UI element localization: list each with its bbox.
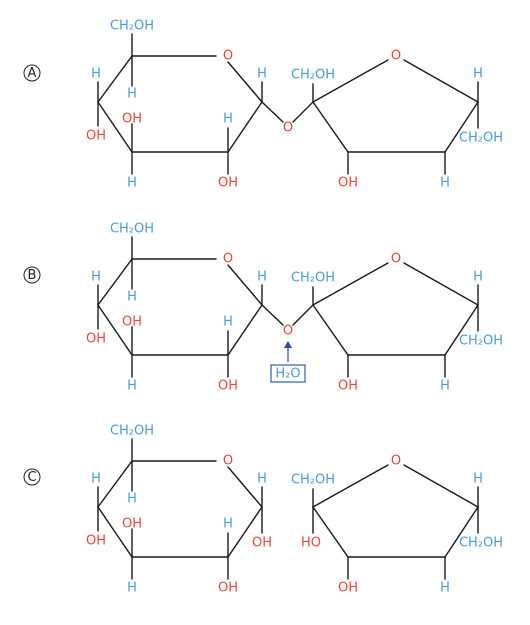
h-label: H bbox=[127, 290, 137, 305]
ch2oh-label: CH₂OH bbox=[459, 334, 503, 349]
panel-c-glucose-fructose: C O CH₂OH H H OH OH H H OH H OH O CH₂OH HO OH H H CH₂OH bbox=[23, 424, 503, 596]
ch2oh-label: CH₂OH bbox=[459, 536, 503, 551]
h-label: H bbox=[223, 112, 233, 127]
glycosidic-bond bbox=[292, 304, 314, 326]
h-label: H bbox=[127, 379, 137, 394]
h-label: H bbox=[473, 270, 483, 285]
ch2oh-label: CH₂OH bbox=[291, 68, 335, 83]
water-molecule: H₂O bbox=[270, 341, 306, 383]
glucose-ring-o-bond bbox=[227, 61, 263, 103]
h-label: H bbox=[440, 176, 450, 191]
water-box bbox=[270, 364, 306, 383]
oh-label: OH bbox=[86, 129, 106, 144]
glucose-ring-o-bond bbox=[227, 264, 263, 306]
glycosidic-oxygen-label: O bbox=[283, 324, 293, 339]
h-label: H bbox=[440, 581, 450, 596]
step-circle bbox=[23, 64, 41, 82]
oh-label: OH bbox=[218, 581, 238, 596]
h-label: H bbox=[257, 270, 267, 285]
step-circle bbox=[23, 468, 41, 486]
oh-label: OH bbox=[218, 379, 238, 394]
panel-b-water-addition: B O CH₂OH H H OH OH H H OH H O CH₂OH OH H H CH₂OH O H₂O bbox=[23, 222, 503, 394]
glucose-ring-o-bond bbox=[227, 466, 263, 508]
glucose-ring bbox=[97, 258, 263, 356]
h-label: H bbox=[127, 87, 137, 102]
glycosidic-oxygen-label: O bbox=[283, 121, 293, 136]
ring-oxygen-label: O bbox=[391, 49, 401, 64]
ring-oxygen-label: O bbox=[223, 49, 233, 64]
oh-label: OH bbox=[338, 176, 358, 191]
h-label: H bbox=[257, 67, 267, 82]
oh-label: OH bbox=[338, 379, 358, 394]
ch2oh-label: CH₂OH bbox=[291, 473, 335, 488]
oh-label: OH bbox=[86, 332, 106, 347]
step-label: A bbox=[28, 66, 37, 81]
h-label: H bbox=[91, 67, 101, 82]
oh-label: OH bbox=[122, 315, 142, 330]
glycosidic-bond bbox=[261, 304, 284, 326]
step-label: C bbox=[27, 470, 36, 485]
ch2oh-label: CH₂OH bbox=[110, 19, 154, 34]
glucose-ring bbox=[97, 55, 263, 153]
fructose-ring bbox=[311, 262, 479, 356]
water-label: H₂O bbox=[275, 367, 300, 382]
fructose-ring bbox=[311, 59, 479, 153]
oh-label: OH bbox=[122, 112, 142, 127]
arrow-head bbox=[284, 341, 292, 348]
ch2oh-label: CH₂OH bbox=[291, 271, 335, 286]
glucose-ring bbox=[97, 460, 263, 558]
h-label: H bbox=[473, 472, 483, 487]
h-label: H bbox=[91, 472, 101, 487]
ring-oxygen-label: O bbox=[391, 454, 401, 469]
ho-label: HO bbox=[301, 536, 321, 551]
oh-label: OH bbox=[122, 517, 142, 532]
h-label: H bbox=[91, 270, 101, 285]
h-label: H bbox=[223, 517, 233, 532]
oh-label: OH bbox=[252, 536, 272, 551]
oh-label: OH bbox=[218, 176, 238, 191]
glycosidic-bond bbox=[261, 101, 284, 123]
oh-label: OH bbox=[338, 581, 358, 596]
ring-oxygen-label: O bbox=[223, 454, 233, 469]
h-label: H bbox=[473, 67, 483, 82]
ring-oxygen-label: O bbox=[223, 252, 233, 267]
oh-label: OH bbox=[86, 534, 106, 549]
ring-oxygen-label: O bbox=[391, 252, 401, 267]
step-label: B bbox=[28, 268, 37, 283]
h-label: H bbox=[223, 315, 233, 330]
h-label: H bbox=[257, 472, 267, 487]
fructose-ring bbox=[311, 464, 479, 558]
step-circle bbox=[23, 266, 41, 284]
ch2oh-label: CH₂OH bbox=[110, 222, 154, 237]
glycosidic-bond bbox=[292, 101, 314, 123]
h-label: H bbox=[127, 492, 137, 507]
h-label: H bbox=[440, 379, 450, 394]
ch2oh-label: CH₂OH bbox=[110, 424, 154, 439]
panel-a-sucrose: A O CH₂OH H H OH OH H H OH H O CH₂OH OH H H CH₂OH O bbox=[23, 19, 503, 191]
h-label: H bbox=[127, 581, 137, 596]
ch2oh-label: CH₂OH bbox=[459, 131, 503, 146]
h-label: H bbox=[127, 176, 137, 191]
